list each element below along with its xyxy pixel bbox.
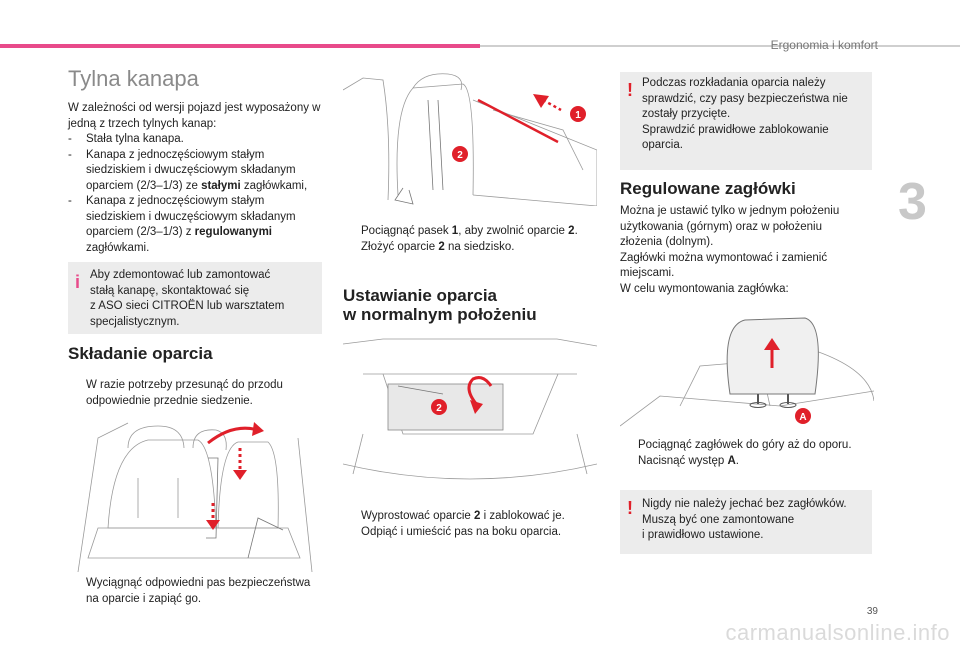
- section-header: Ergonomia i komfort: [770, 38, 878, 52]
- list-item: -Kanapa z jednoczęściowym stałym siedzis…: [68, 148, 308, 192]
- intro-text: W zależności od wersji pojazd jest wypos…: [68, 102, 321, 130]
- illustration-raise-backrest: 2: [343, 334, 597, 486]
- marker-A: [795, 408, 811, 424]
- page-number: 39: [866, 606, 878, 617]
- step-move-seat: W razie potrzeby przesunąć do przodu odp…: [86, 379, 283, 407]
- headrest-paragraph: Można je ustawić tylko w jednym położeni…: [620, 205, 840, 295]
- warning-box-backrest: ! Podczas rozkładania oparcia należy spr…: [620, 72, 872, 170]
- header-accent-bar: [0, 44, 480, 48]
- section-title-headrests: Regulowane zagłówki: [620, 179, 796, 198]
- step-pull-headrest: Pociągnąć zagłówek do góry aż do oporu.: [638, 439, 852, 451]
- header-rule: [480, 45, 960, 47]
- marker-2-label: 2: [457, 150, 463, 161]
- section-title-folding: Składanie oparcia: [68, 344, 213, 363]
- marker-1-label: 1: [575, 110, 581, 121]
- section-title-restore: Ustawianie oparcia w normalnym położeniu: [343, 286, 537, 324]
- step-fold-backrest: Złożyć oparcie 2 na siedzisko.: [361, 241, 515, 253]
- marker-1: [570, 106, 586, 122]
- step-straighten-backrest: Wyprostować oparcie 2 i zablokować je.: [361, 510, 565, 522]
- seat-list: -Stała tylna kanapa. -Kanapa z jednoczęś…: [68, 132, 330, 256]
- illustration-headrest: A: [620, 306, 874, 430]
- illustration-release-strap: 1 2: [343, 70, 597, 206]
- warning-box-headrests: ! Nigdy nie należy jechać bez zagłówków.…: [620, 490, 872, 554]
- marker-2b: [431, 399, 447, 415]
- warning-icon: !: [627, 498, 633, 518]
- page-title: Tylna kanapa: [68, 66, 199, 91]
- marker-2b-label: 2: [436, 403, 442, 414]
- marker-A-label: A: [799, 412, 806, 423]
- step-pull-strap: Pociągnąć pasek 1, aby zwolnić oparcie 2…: [361, 225, 578, 237]
- step-buckle-belt: Wyciągnąć odpowiedni pas bezpieczeństwa …: [86, 577, 311, 605]
- chapter-number: 3: [898, 173, 927, 231]
- list-item: -Kanapa z jednoczęściowym stałym siedzis…: [68, 195, 296, 254]
- warning-icon: !: [627, 80, 633, 100]
- step-press-tab: Nacisnąć występ A.: [638, 455, 739, 467]
- info-icon: i: [75, 272, 81, 292]
- list-item: -Stała tylna kanapa.: [68, 133, 184, 145]
- marker-2: [452, 146, 468, 162]
- watermark: carmanualsonline.info: [725, 620, 950, 645]
- info-box: i Aby zdemontować lub zamontować stałą k…: [68, 262, 322, 334]
- illustration-folding-backrest: [68, 418, 322, 572]
- step-unbuckle-belt: Odpiąć i umieścić pas na boku oparcia.: [361, 526, 562, 538]
